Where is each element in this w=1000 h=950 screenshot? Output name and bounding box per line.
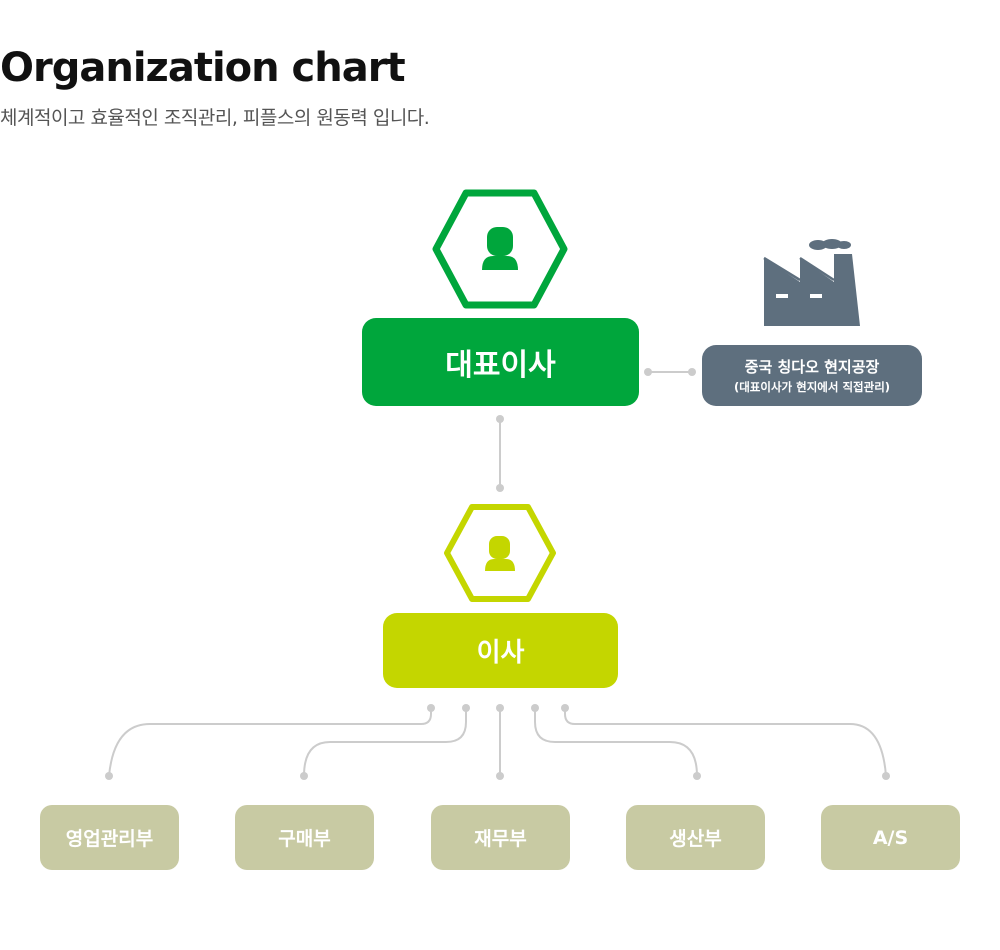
connector-dot — [496, 484, 504, 492]
director-hexagon — [444, 504, 556, 602]
page-title: Organization chart — [0, 45, 406, 91]
ceo-box: 대표이사 — [362, 318, 639, 406]
connector-dot — [644, 368, 652, 376]
connector-dot — [531, 704, 539, 712]
director-box: 이사 — [383, 613, 618, 688]
dept-label: 영업관리부 — [65, 828, 154, 850]
dept-sales-management: 영업관리부 — [40, 805, 179, 870]
factory-note: (대표이사가 현지에서 직접관리) — [733, 379, 891, 394]
dept-production: 생산부 — [626, 805, 765, 870]
factory-label: 중국 칭다오 현지공장 — [744, 357, 880, 376]
dept-after-service: A/S — [821, 805, 960, 870]
connector-director-dept-1 — [108, 708, 432, 777]
connector-dot — [561, 704, 569, 712]
connector-director-dept-5 — [564, 708, 887, 777]
factory-box: 중국 칭다오 현지공장 (대표이사가 현지에서 직접관리) — [702, 345, 922, 406]
dept-label: 생산부 — [669, 828, 722, 850]
connector-director-dept-4 — [534, 708, 698, 777]
person-icon — [485, 536, 515, 571]
connector-dot — [496, 415, 504, 423]
page-subtitle: 체계적이고 효율적인 조직관리, 피플스의 원동력 입니다. — [0, 107, 430, 129]
connector-dot — [496, 772, 504, 780]
dept-label: A/S — [872, 826, 909, 849]
dept-purchasing: 구매부 — [235, 805, 374, 870]
dept-finance: 재무부 — [431, 805, 570, 870]
connector-director-dept-2 — [303, 708, 467, 777]
dept-label: 구매부 — [278, 828, 331, 850]
director-label: 이사 — [476, 638, 525, 668]
connector-dot — [462, 704, 470, 712]
connector-dot — [427, 704, 435, 712]
person-icon — [482, 227, 518, 270]
ceo-hexagon — [432, 189, 568, 309]
dept-label: 재무부 — [474, 828, 527, 850]
connector-dot — [693, 772, 701, 780]
connector-dot — [300, 772, 308, 780]
ceo-label: 대표이사 — [445, 348, 556, 383]
connector-dot — [882, 772, 890, 780]
connector-dot — [496, 704, 504, 712]
factory-icon — [763, 239, 860, 326]
connector-dot — [105, 772, 113, 780]
connector-dot — [688, 368, 696, 376]
